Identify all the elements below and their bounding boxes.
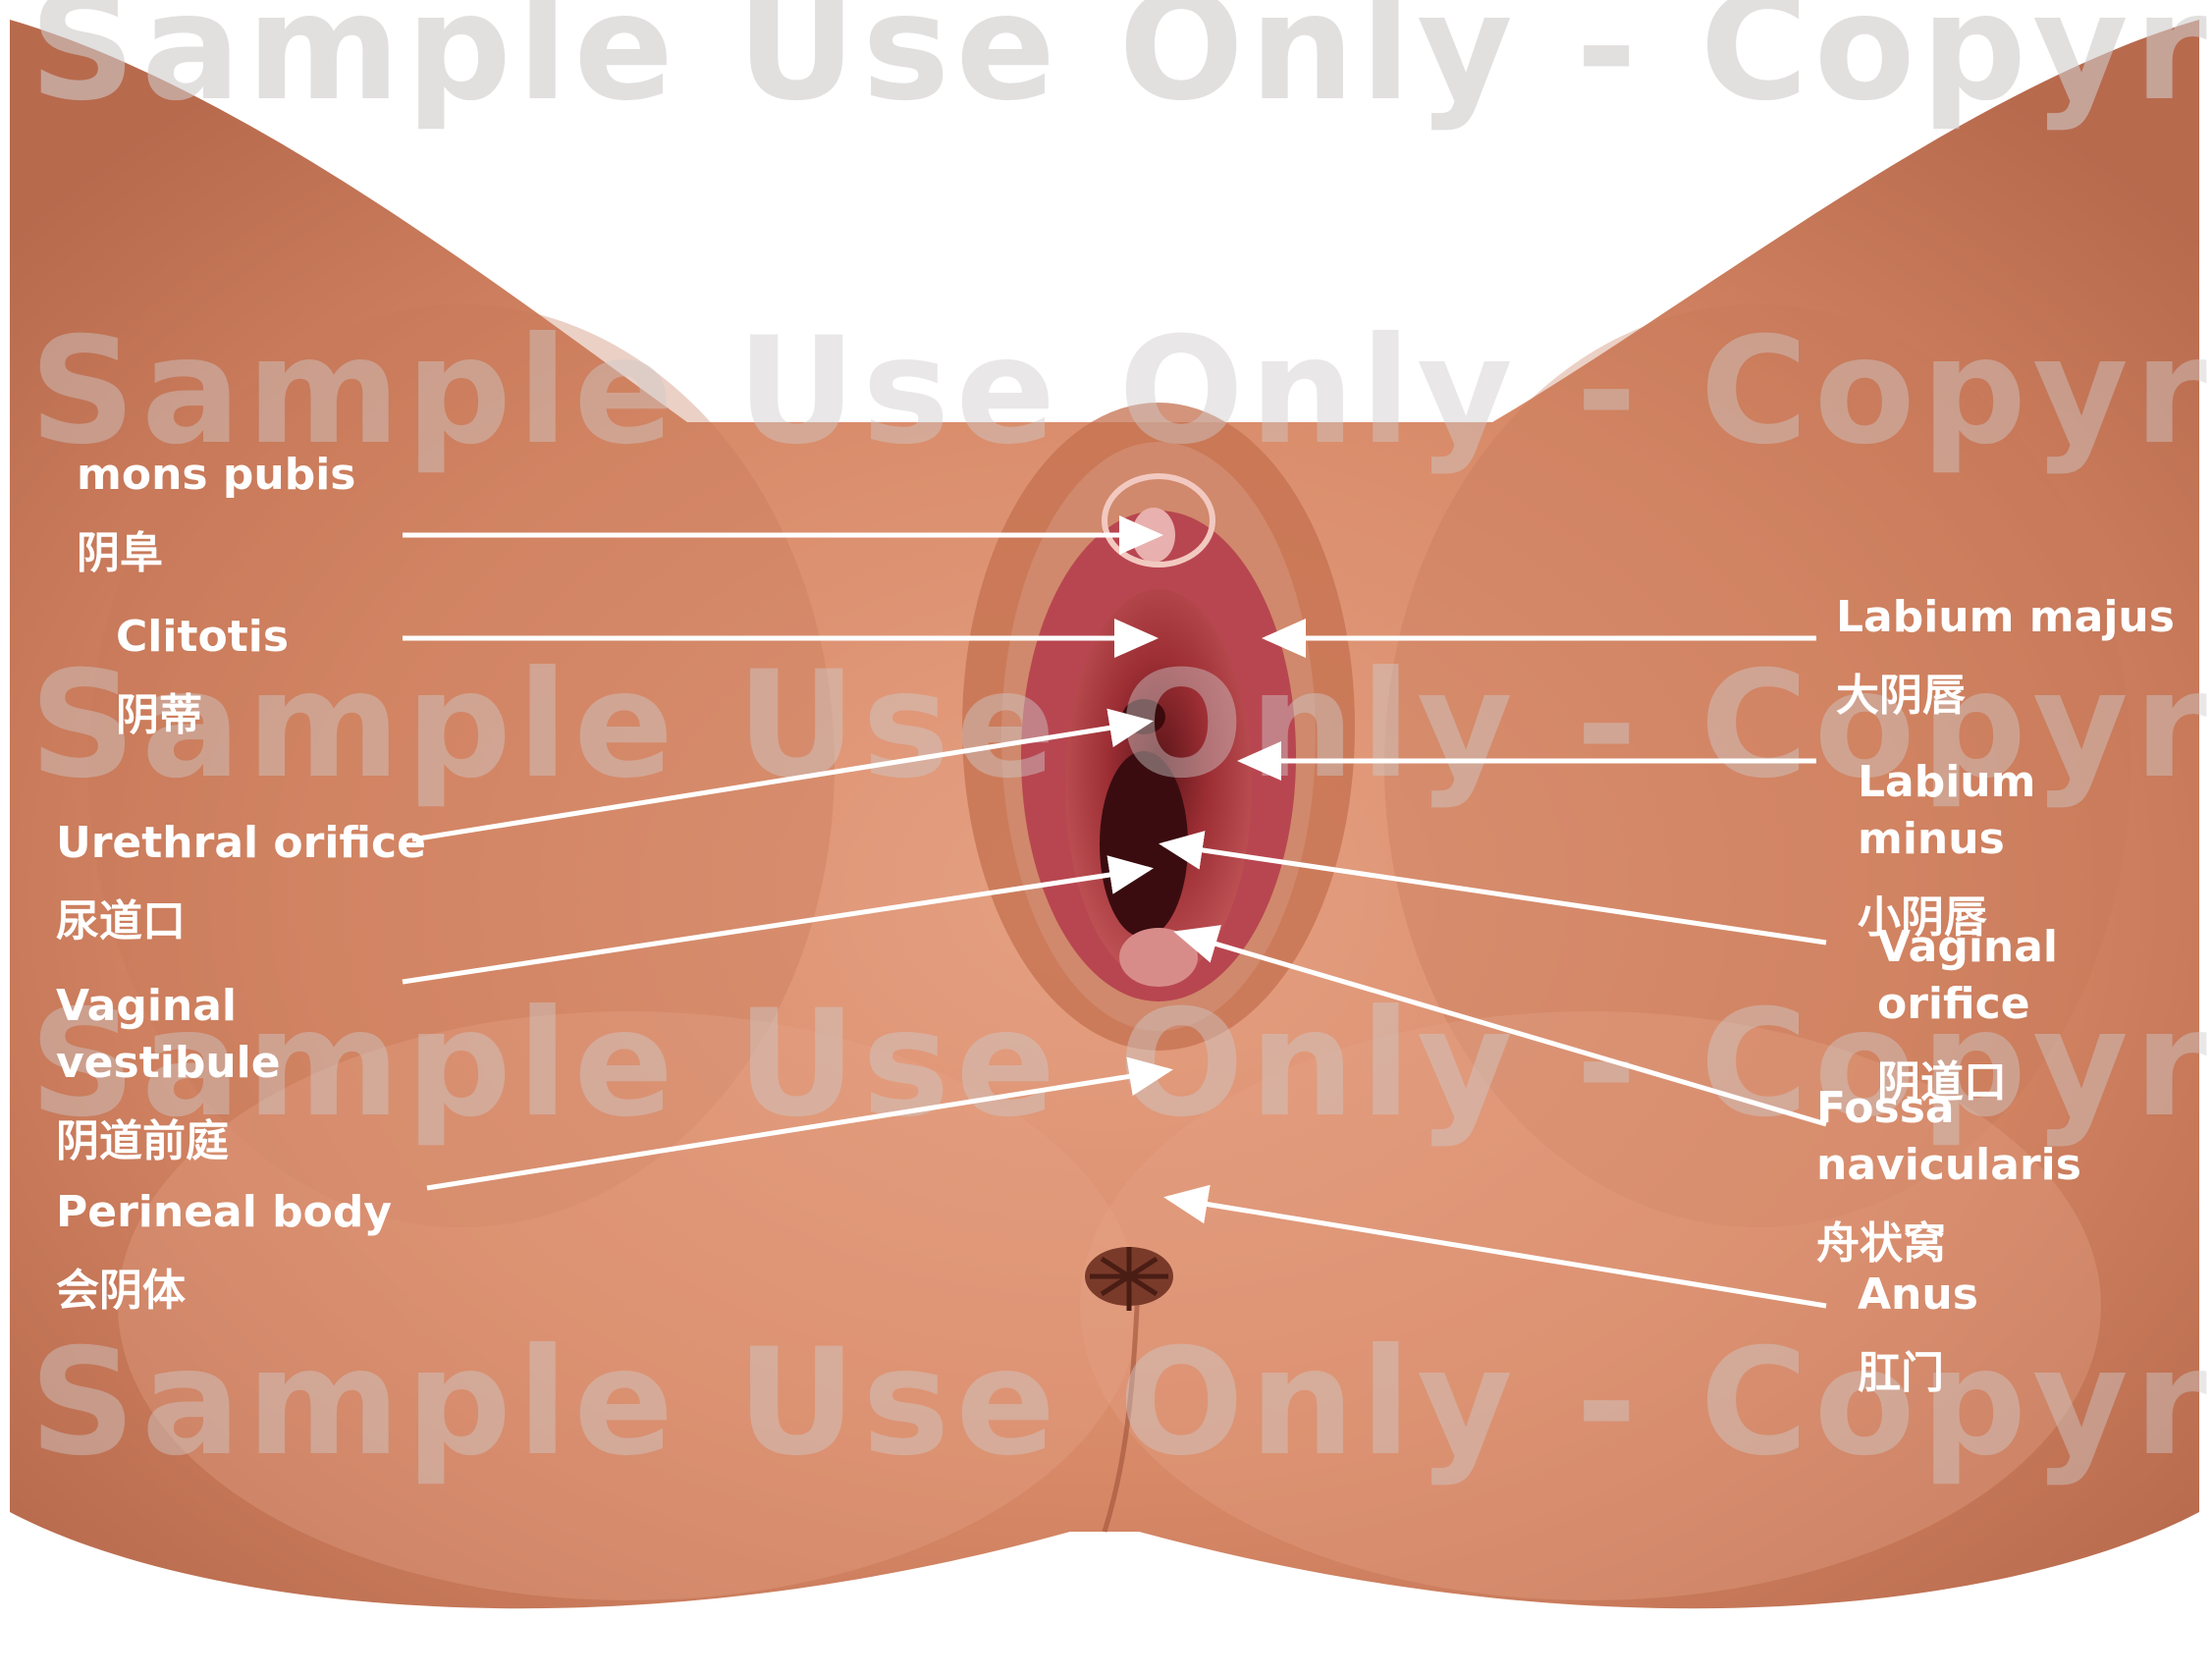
label-labium-majus-zh: 大阴唇 bbox=[1836, 671, 1966, 721]
label-labium-majus-en: Labium majus bbox=[1836, 592, 2175, 642]
label-urethral-orifice-en: Urethral orifice bbox=[56, 818, 426, 868]
anus-shape bbox=[1085, 1247, 1173, 1311]
label-vaginal-orifice-zh: 阴道口 bbox=[1877, 1057, 2007, 1108]
arrow-perineal-body bbox=[426, 1056, 1173, 1191]
right-thigh-shading bbox=[1384, 304, 2131, 1227]
label-fossa-navicularis: Fossa navicularis 舟状窝 bbox=[1816, 1080, 2111, 1272]
watermark-line-4: Sample Use Only - Copyright bbox=[29, 979, 2212, 1150]
label-vaginal-orifice: Vaginal orifice 阴道口 bbox=[1877, 919, 2093, 1111]
label-labium-minus-zh: 小阴唇 bbox=[1858, 892, 1987, 943]
arrow-anus bbox=[1163, 1184, 1827, 1309]
leader-arrows bbox=[402, 515, 1827, 1309]
label-vaginal-orifice-en: Vaginal orifice bbox=[1877, 922, 2059, 1029]
label-mons-pubis-zh: 阴阜 bbox=[77, 528, 163, 578]
arrow-fossa-navicularis bbox=[1173, 925, 1827, 1127]
label-anus-en: Anus bbox=[1858, 1270, 1978, 1320]
label-mons-pubis-en: mons pubis bbox=[77, 450, 356, 500]
label-anus-zh: 肛门 bbox=[1858, 1348, 1944, 1398]
gluteal-cleft bbox=[1102, 1266, 1142, 1533]
label-vaginal-vestibule: Vaginal vestibule 阴道前庭 bbox=[56, 978, 292, 1170]
label-labium-majus: Labium majus 大阴唇 bbox=[1836, 589, 2175, 725]
right-buttock-shading bbox=[1080, 1011, 2101, 1600]
label-urethral-orifice-zh: 尿道口 bbox=[56, 896, 186, 946]
label-fossa-navicularis-zh: 舟状窝 bbox=[1816, 1218, 1946, 1269]
watermark-line-5: Sample Use Only - Copyright bbox=[29, 1318, 2212, 1488]
label-fossa-navicularis-en: Fossa navicularis bbox=[1816, 1083, 2081, 1190]
arrow-vaginal-vestibule bbox=[402, 855, 1154, 985]
clitoral-hood-shape bbox=[1102, 473, 1215, 568]
left-buttock-shading bbox=[118, 1011, 1139, 1600]
label-vaginal-vestibule-zh: 阴道前庭 bbox=[56, 1116, 229, 1166]
watermark-line-1: Sample Use Only - Copyright bbox=[29, 0, 2212, 134]
label-labium-minus-en: Labium minus bbox=[1858, 757, 2036, 864]
label-clitoris: Clitotis 阴蒂 bbox=[116, 609, 289, 744]
label-perineal-body-en: Perineal body bbox=[56, 1187, 393, 1237]
label-labium-minus: Labium minus 小阴唇 bbox=[1858, 754, 2074, 946]
label-urethral-orifice: Urethral orifice 尿道口 bbox=[56, 815, 426, 950]
watermark-line-2: Sample Use Only - Copyright bbox=[29, 306, 2212, 477]
arrow-urethral-orifice bbox=[411, 708, 1154, 842]
label-perineal-body-zh: 会阴体 bbox=[56, 1266, 186, 1316]
label-clitoris-zh: 阴蒂 bbox=[116, 690, 202, 740]
label-anus: Anus 肛门 bbox=[1858, 1267, 1978, 1402]
arrow-vaginal-orifice bbox=[1159, 831, 1827, 946]
label-clitoris-en: Clitotis bbox=[116, 612, 290, 662]
label-perineal-body: Perineal body 会阴体 bbox=[56, 1184, 392, 1320]
label-vaginal-vestibule-en: Vaginal vestibule bbox=[56, 981, 281, 1088]
label-mons-pubis: mons pubis 阴阜 bbox=[77, 447, 356, 582]
